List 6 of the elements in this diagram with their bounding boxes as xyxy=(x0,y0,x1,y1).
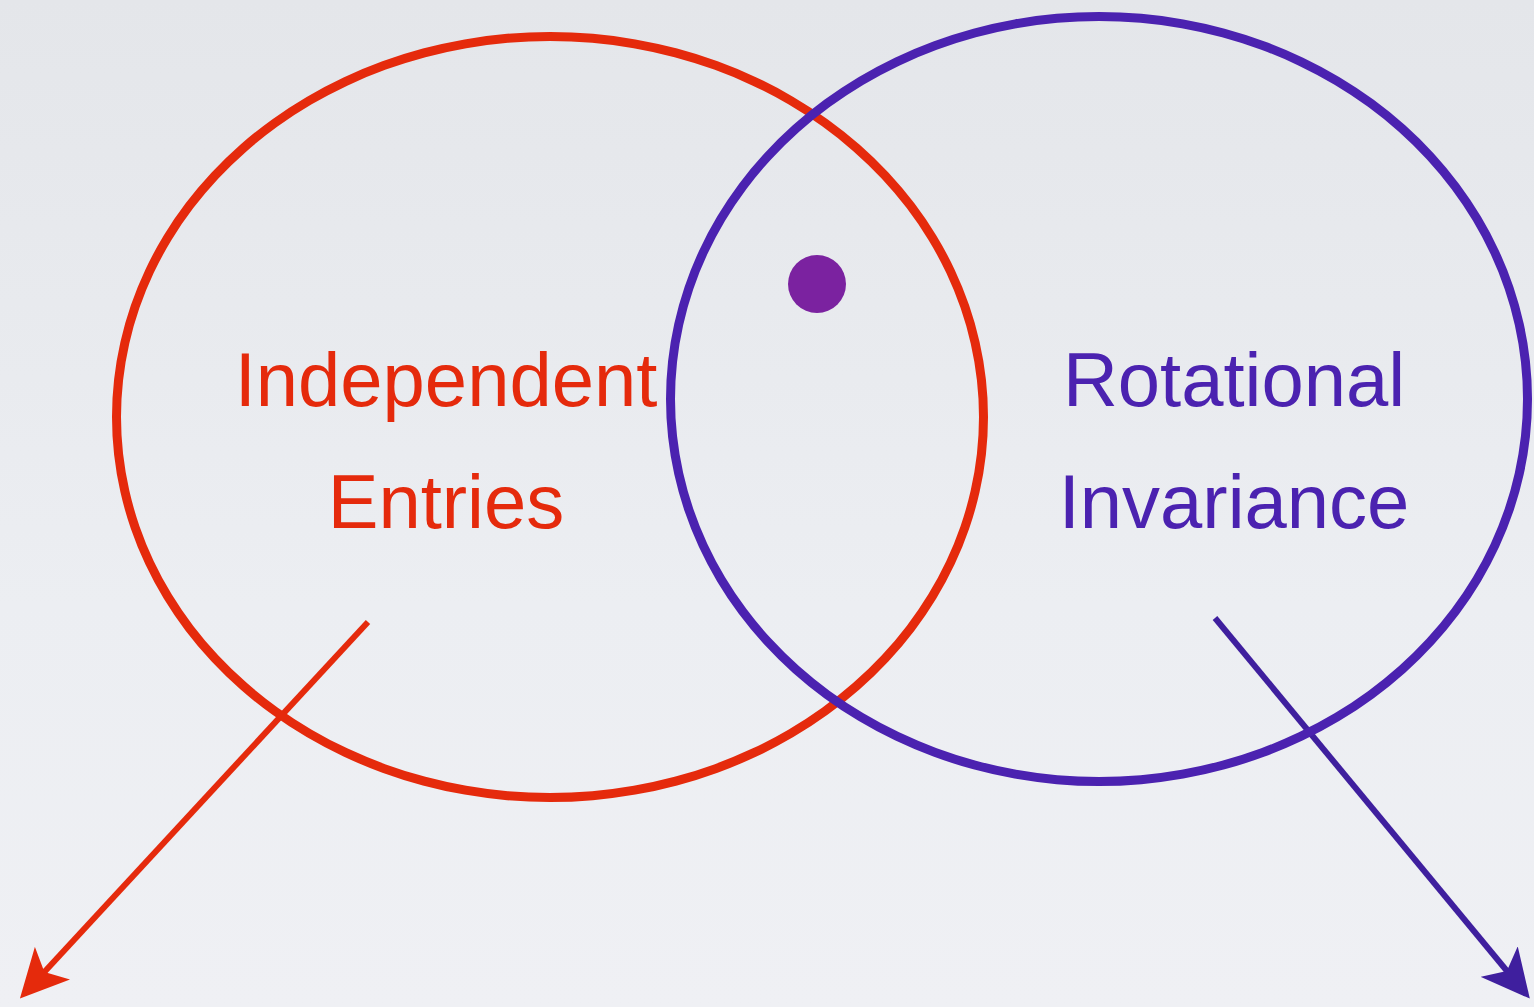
ellipse-label: Rotational Invariance xyxy=(1057,336,1411,546)
ellipse xyxy=(112,32,988,802)
ellipse-label: Independent Entries xyxy=(233,336,659,546)
ellipse xyxy=(666,12,1532,786)
arrow xyxy=(19,619,371,999)
arrow xyxy=(1212,616,1530,999)
